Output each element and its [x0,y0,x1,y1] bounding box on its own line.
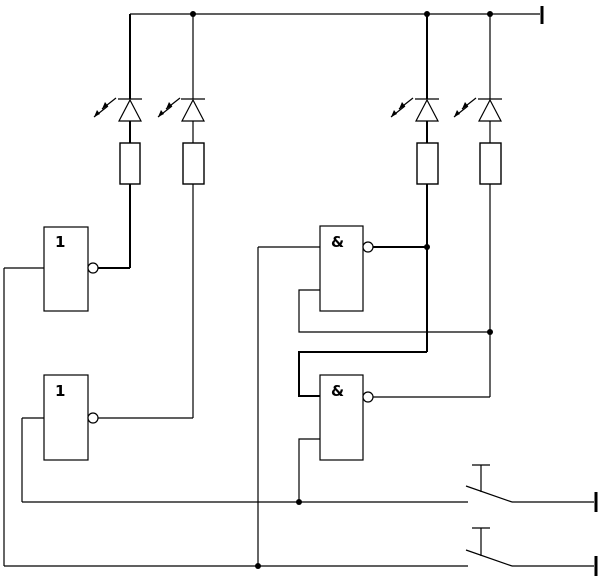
led-diode-icon [415,98,439,122]
inverter-bubble [362,241,374,253]
resistor [119,142,141,185]
inverter-bubble [87,262,99,274]
resistor [479,142,502,185]
led-diode-icon [181,98,205,122]
light-emission-arrows-icon [390,97,414,118]
push-switch-upper [465,464,598,512]
led-branch-3 [390,14,439,352]
supply-rail [130,6,544,24]
push-switch-lower [465,527,598,576]
light-emission-arrows-icon [453,97,477,118]
not-gate-top: 1 [4,226,130,312]
gate-symbol: 1 [55,382,65,400]
gate-symbol: & [331,382,344,400]
input-wiring [3,247,468,569]
led-diode-icon [478,98,502,122]
led-branch-1 [93,14,142,268]
light-emission-arrows-icon [157,97,181,118]
led-branch-4 [453,14,502,397]
light-emission-arrows-icon [93,97,117,118]
resistor [416,142,439,185]
nand-gate-top: & [258,225,493,335]
not-gate-bottom: 1 [22,374,193,461]
led-diode-icon [118,98,142,122]
inverter-bubble [362,391,374,403]
junction-dot [487,329,493,335]
gate-symbol: 1 [55,233,65,251]
gate-symbol: & [331,233,344,251]
resistor [182,142,205,185]
junction-dot [424,244,430,250]
nand-gate-bottom: & [296,351,490,505]
led-branch-2 [157,14,205,418]
inverter-bubble [87,412,99,424]
